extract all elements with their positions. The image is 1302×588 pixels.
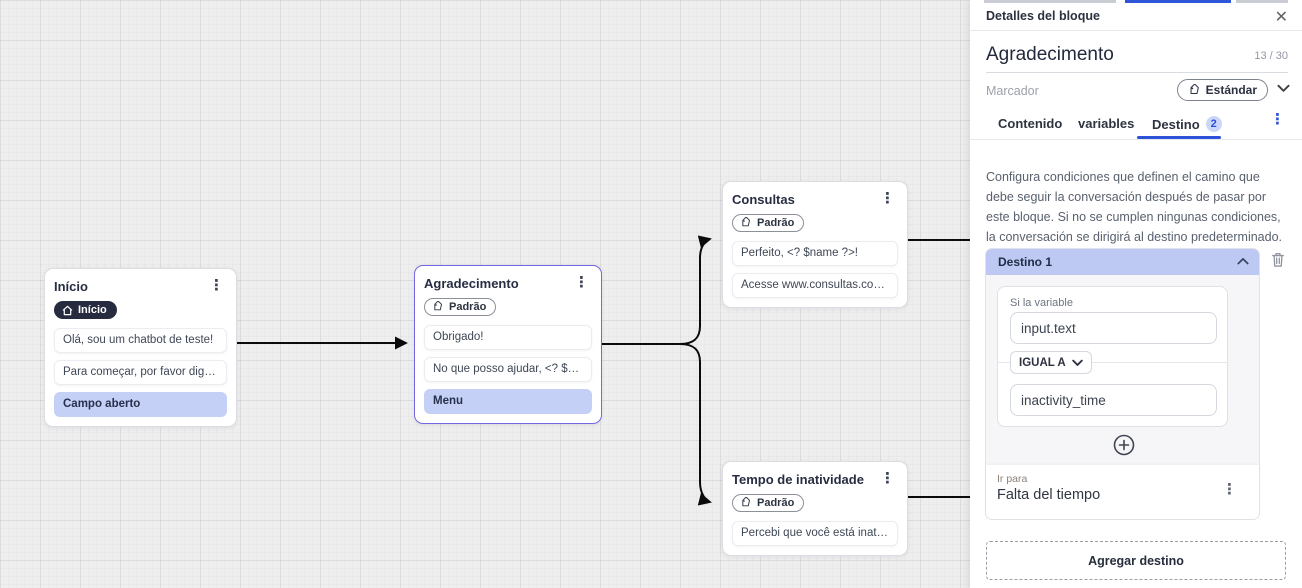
if-variable-label: Si la variable [1010, 297, 1073, 309]
padrao-badge-label: Padrão [757, 497, 795, 509]
tab-destino[interactable]: Destino 2 [1152, 116, 1222, 132]
node-inicio[interactable]: Início ⋮ Início Olá, sou um chatbot de t… [44, 268, 237, 427]
go-to-value: Falta del tiempo [997, 487, 1101, 503]
node-title: Consultas [732, 192, 795, 207]
edge-agradecimento-to-consultas[interactable] [679, 235, 712, 345]
message-row[interactable]: Obrigado! [424, 325, 592, 350]
delete-destination-icon[interactable] [1270, 251, 1286, 268]
open-field-row[interactable]: Campo aberto [54, 391, 227, 417]
node-title: Início [54, 279, 88, 294]
panel-title: Detalles del bloque [986, 9, 1100, 23]
go-to-menu-icon[interactable]: ⋮ [1222, 481, 1237, 498]
cutoff-active-tab-remnant [1125, 0, 1231, 3]
node-menu-icon[interactable]: ⋮ [209, 277, 224, 294]
close-icon[interactable]: ✕ [1274, 9, 1288, 26]
padrao-badge: Padrão [732, 494, 805, 512]
message-row[interactable]: Perfeito, <? $name ?>! [732, 241, 898, 266]
menu-row[interactable]: Menu [424, 389, 592, 414]
operator-select[interactable]: IGUAL A [1010, 351, 1092, 374]
cutoff-tab-remnant [984, 0, 1116, 3]
marker-value-pill[interactable]: Estándar [1176, 79, 1268, 101]
divider [970, 30, 1302, 31]
block-name-input[interactable] [986, 44, 1216, 66]
padrao-badge: Padrão [424, 298, 497, 316]
padrao-badge: Padrão [732, 214, 805, 232]
condition-card: Si la variable IGUAL A [997, 286, 1228, 427]
add-destination-button[interactable]: Agregar destino [986, 541, 1286, 580]
block-details-panel: Detalles del bloque ✕ 13 / 30 Marcador E… [970, 0, 1302, 588]
comparison-value-input[interactable] [1010, 384, 1217, 416]
node-menu-icon[interactable]: ⋮ [880, 470, 895, 487]
message-row[interactable]: No que posso ajudar, <? $name ... [424, 357, 592, 382]
node-menu-icon[interactable]: ⋮ [880, 190, 895, 207]
tab-label: Destino [1152, 116, 1200, 132]
go-to-section: Ir para Falta del tiempo ⋮ [986, 465, 1259, 519]
node-consultas[interactable]: Consultas ⋮ Padrão Perfeito, <? $name ?>… [722, 181, 908, 308]
destination-header-label: Destino 1 [998, 255, 1053, 269]
destination-description: Configura condiciones que definen el cam… [986, 169, 1282, 244]
message-row[interactable]: Percebi que você está inativo. C... [732, 521, 898, 546]
node-agradecimento[interactable]: Agradecimento ⋮ Padrão Obrigado! No que … [414, 265, 602, 424]
padrao-badge-label: Padrão [449, 301, 487, 313]
home-icon [62, 305, 73, 316]
destination-card: Destino 1 Si la variable IGUAL A Ir para… [985, 248, 1260, 520]
tag-icon [432, 300, 444, 313]
edge-agradecimento-to-tempo[interactable] [679, 343, 712, 506]
tag-icon [1188, 82, 1201, 97]
message-row[interactable]: Para começar, por favor digite o ... [54, 359, 227, 385]
add-condition-button[interactable] [1113, 434, 1135, 456]
operator-label: IGUAL A [1019, 356, 1066, 369]
node-title: Tempo de inatividade [732, 472, 864, 487]
tag-icon [740, 216, 752, 229]
marker-placeholder: Marcador [986, 84, 1039, 98]
padrao-badge-label: Padrão [757, 217, 795, 229]
start-badge: Início [54, 301, 117, 319]
cutoff-tab-remnant [1236, 0, 1288, 3]
chevron-down-icon[interactable] [1277, 84, 1290, 93]
chevron-up-icon[interactable] [1237, 257, 1249, 265]
message-row[interactable]: Olá, sou um chatbot de teste! [54, 327, 227, 353]
name-underline [986, 72, 1288, 73]
node-title: Agradecimento [424, 276, 519, 291]
tab-label: variables [1078, 116, 1135, 131]
tab-variables[interactable]: variables [1078, 116, 1134, 131]
divider [970, 139, 1302, 140]
divider [998, 362, 1227, 363]
chevron-down-icon [1071, 359, 1083, 367]
destination-card-header[interactable]: Destino 1 [986, 249, 1259, 275]
char-counter: 13 / 30 [1254, 50, 1288, 62]
message-row[interactable]: Acesse www.consultas.com par... [732, 273, 898, 298]
variable-input[interactable] [1010, 312, 1217, 344]
go-to-label: Ir para [997, 473, 1028, 485]
start-badge-label: Início [78, 304, 107, 316]
active-tab-underline [1137, 136, 1221, 139]
node-menu-icon[interactable]: ⋮ [574, 274, 589, 291]
tab-contenido[interactable]: Contenido [998, 116, 1062, 131]
tab-label: Contenido [998, 116, 1063, 131]
tabs-menu-icon[interactable]: ⋮ [1270, 111, 1285, 128]
destino-count-badge: 2 [1205, 116, 1222, 132]
tag-icon [740, 496, 752, 509]
marker-value-label: Estándar [1205, 83, 1257, 97]
node-tempo-inatividade[interactable]: Tempo de inatividade ⋮ Padrão Percebi qu… [722, 461, 908, 556]
